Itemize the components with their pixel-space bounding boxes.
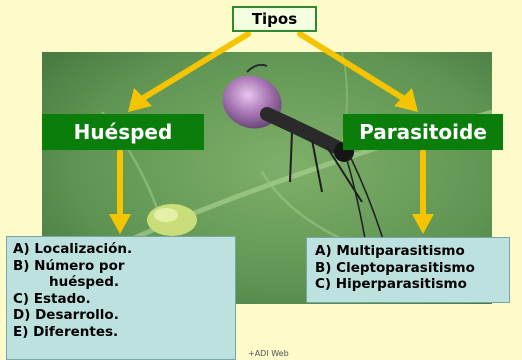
list-item: B) Número por: [13, 257, 125, 274]
parasitoide-label: Parasitoide: [343, 114, 503, 150]
list-item: C) Estado.: [13, 290, 91, 307]
huesped-list: A) Localización. B) Número por huésped. …: [6, 236, 236, 360]
arrowhead-huesped: [128, 88, 152, 112]
arrow-to-huesped: [137, 31, 251, 103]
credit-text: +ADI Web: [248, 349, 289, 358]
parasitoide-list: A) Multiparasitismo B) Cleptoparasitismo…: [306, 237, 510, 303]
list-item: D) Desarrollo.: [13, 307, 119, 323]
arrowhead-huesped-down: [109, 214, 131, 234]
list-item: C) Hiperparasitismo: [315, 276, 467, 292]
arrowhead-parasitoide-down: [412, 214, 434, 234]
list-item: B) Cleptoparasitismo: [315, 259, 475, 276]
list-item: A) Localización.: [13, 241, 133, 257]
list-item: E) Diferentes.: [13, 323, 119, 340]
arrow-to-parasitoide: [297, 31, 409, 103]
huesped-label: Huésped: [42, 114, 204, 150]
tipos-box: Tipos: [232, 6, 317, 32]
arrowhead-parasitoide: [394, 88, 418, 112]
list-item: huésped.: [49, 274, 120, 290]
list-item: A) Multiparasitismo: [315, 243, 465, 259]
